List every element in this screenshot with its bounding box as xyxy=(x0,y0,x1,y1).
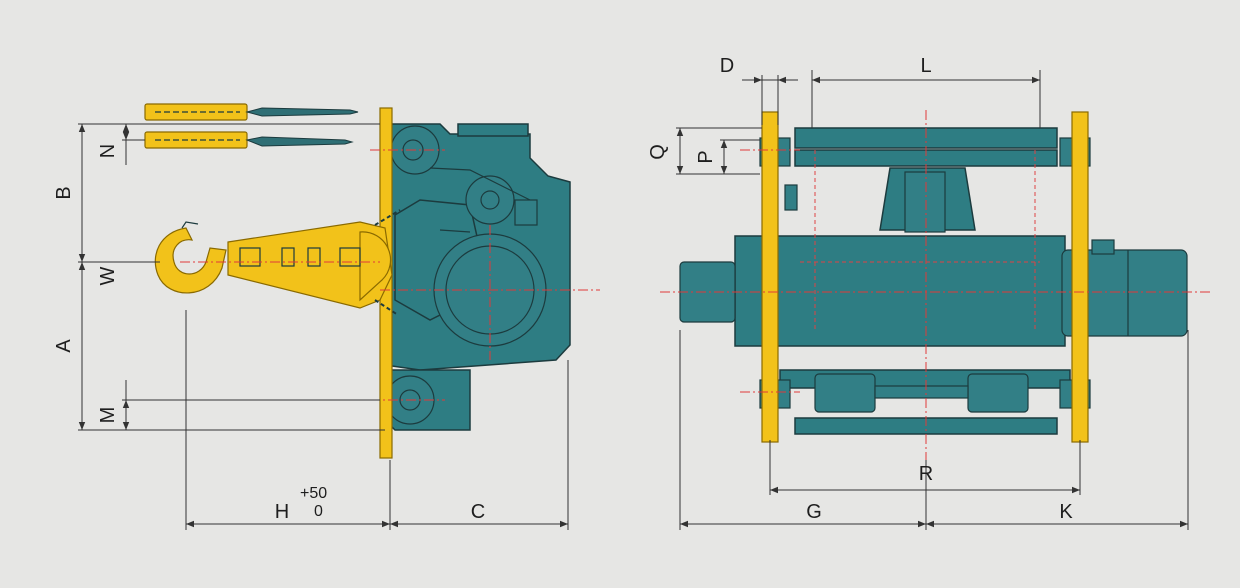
dim-label-L: L xyxy=(920,55,931,77)
rail-front-right xyxy=(1071,111,1089,443)
hook-block xyxy=(154,209,401,316)
trolley-frame xyxy=(759,127,1091,233)
dim-label-R: R xyxy=(919,463,933,485)
side-view: B N W A M H +50 0 C xyxy=(53,103,600,530)
dim-label-N: N xyxy=(97,144,119,158)
hoist-drum xyxy=(679,235,1188,347)
dim-label-M: M xyxy=(97,407,119,424)
traverse-drive xyxy=(759,369,1091,435)
dim-label-G: G xyxy=(806,501,822,523)
dim-label-B: B xyxy=(53,186,75,199)
dim-label-K: K xyxy=(1059,501,1073,523)
dim-tolerance-H-lower: 0 xyxy=(314,503,323,520)
pendant-control-lower xyxy=(144,131,354,149)
dim-label-A: A xyxy=(53,339,75,353)
dim-label-H: H xyxy=(275,501,289,523)
dim-label-P: P xyxy=(695,150,717,163)
dim-label-W: W xyxy=(97,266,119,285)
dim-label-Q: Q xyxy=(647,144,669,160)
dim-tolerance-H-upper: +50 xyxy=(300,485,327,502)
pendant-control-upper xyxy=(144,103,359,121)
dim-label-C: C xyxy=(471,501,485,523)
dim-label-D: D xyxy=(720,55,734,77)
front-view: D L Q P R G K xyxy=(647,55,1210,530)
hoist-side-body xyxy=(384,123,571,431)
